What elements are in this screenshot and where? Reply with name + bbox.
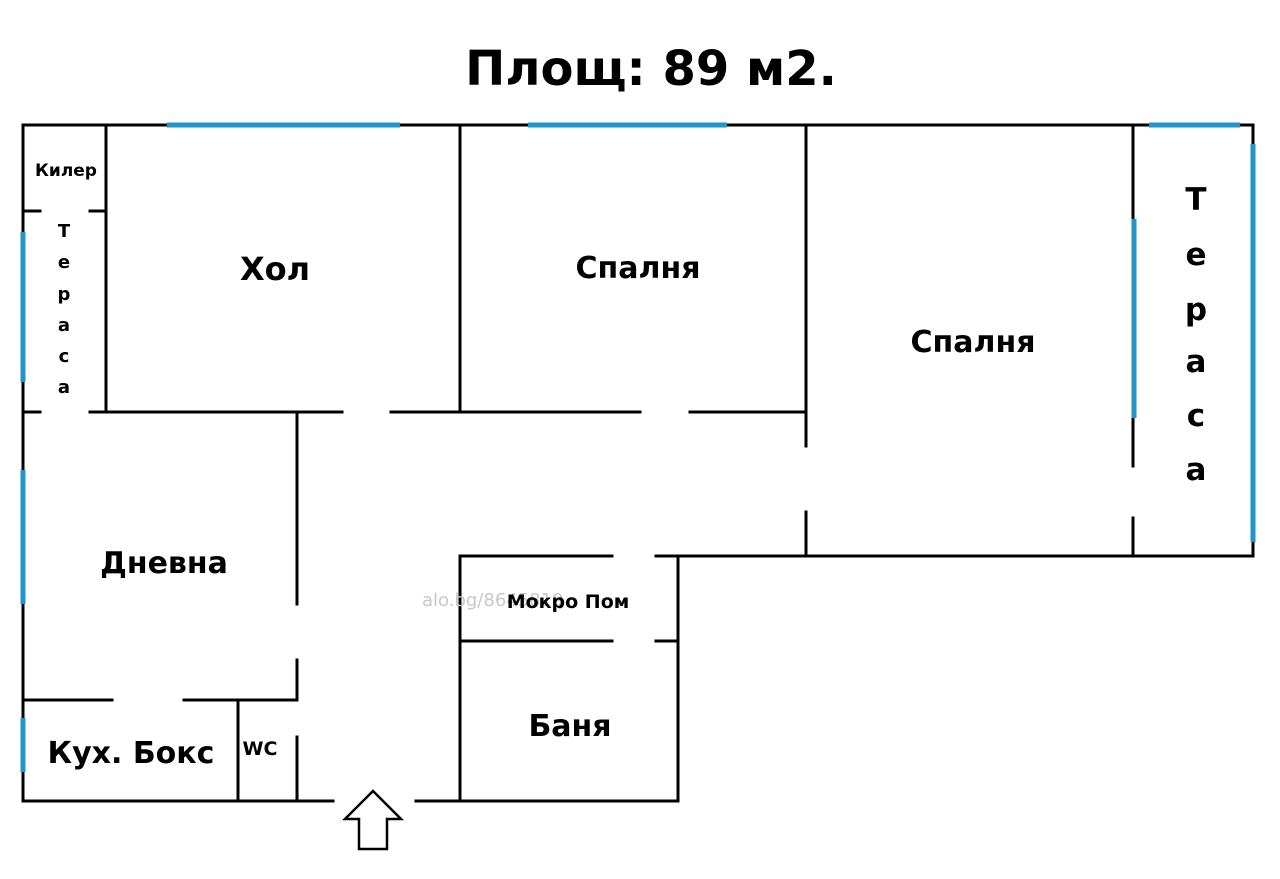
terrace-large-label: Т е р а с а — [1185, 182, 1207, 488]
terrace-large-letter: е — [1185, 237, 1206, 273]
room-label-spalnya-2: Спалня — [911, 325, 1036, 360]
terrace-small-letter: Т — [58, 221, 71, 242]
terrace-large-letter: р — [1185, 292, 1207, 328]
terrace-small-label: Т е р а с а — [58, 221, 71, 398]
watermark: alo.bg/8645819 — [422, 590, 564, 611]
terrace-small-letter: с — [59, 346, 70, 367]
terrace-small-letter: е — [58, 252, 70, 273]
room-label-banya: Баня — [528, 709, 611, 744]
terrace-large-letter: а — [1186, 344, 1207, 380]
terrace-large-letter: с — [1187, 398, 1205, 434]
terrace-large-letter: а — [1186, 452, 1207, 488]
terrace-small-letter: р — [58, 284, 71, 305]
room-label-dnevna: Дневна — [100, 546, 228, 581]
room-label-mokro-pom: Мокро Пом — [507, 591, 630, 613]
terrace-small-letter: а — [58, 315, 70, 336]
room-label-spalnya-1: Спалня — [576, 251, 701, 286]
room-label-wc: WC — [243, 738, 278, 760]
terrace-large-letter: Т — [1185, 182, 1206, 218]
walls — [21, 123, 1255, 803]
terrace-small-letter: а — [58, 377, 70, 398]
room-label-kiler: Килер — [35, 161, 97, 181]
room-label-hol: Хол — [240, 250, 310, 288]
windows — [20, 122, 1256, 772]
area-title: Площ: 89 м2. — [465, 41, 837, 97]
room-label-kuh-boks: Кух. Бокс — [48, 736, 215, 771]
up-arrow-icon — [341, 789, 405, 851]
